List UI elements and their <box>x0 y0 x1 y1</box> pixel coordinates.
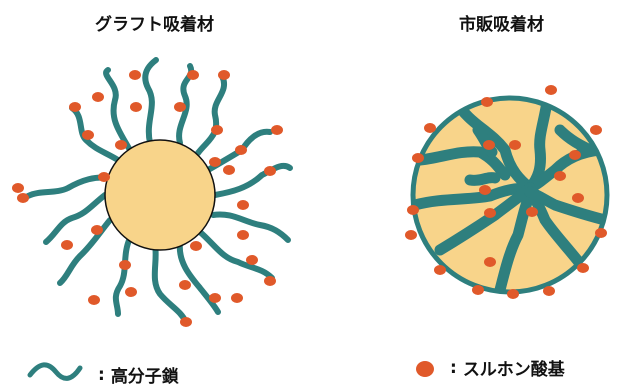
sulfonic-group <box>69 102 81 112</box>
sulfonic-group <box>590 125 602 135</box>
legend-polymer-chain-label: 高分子鎖 <box>111 362 179 387</box>
sulfonic-group-legend-icon <box>416 361 434 377</box>
sulfonic-group <box>61 240 73 250</box>
sulfonic-group <box>125 287 137 297</box>
sulfonic-group <box>271 125 283 135</box>
polymer-chain <box>145 60 156 143</box>
sulfonic-group <box>223 165 235 175</box>
sulfonic-group <box>412 153 424 163</box>
commercial-adsorbent <box>405 85 607 299</box>
polymer-chain <box>198 76 224 153</box>
sulfonic-group <box>407 205 419 215</box>
sulfonic-group <box>246 255 258 265</box>
sulfonic-group <box>405 230 417 240</box>
sulfonic-group <box>507 289 519 299</box>
sulfonic-group <box>526 207 538 217</box>
sulfonic-group <box>235 145 247 155</box>
sulfonic-group <box>569 150 581 160</box>
sulfonic-group <box>119 260 131 270</box>
sulfonic-group <box>88 295 100 305</box>
sulfonic-group <box>484 208 496 218</box>
polymer-chain <box>116 238 130 314</box>
polymer-chain <box>106 70 130 150</box>
legend-sulfonic-group: : スルホン酸基 <box>442 355 565 380</box>
sulfonic-group <box>129 70 141 80</box>
sulfonic-group <box>237 200 249 210</box>
legend-colon: : <box>98 365 105 385</box>
legend-polymer-chain: : 高分子鎖 <box>90 362 179 387</box>
polymer-chain <box>213 214 288 240</box>
sulfonic-group <box>434 265 446 275</box>
polymer-chain-legend-icon <box>30 365 80 379</box>
graft-adsorbent <box>12 60 290 327</box>
polymer-chain <box>28 177 110 196</box>
sulfonic-group <box>577 263 589 273</box>
sulfonic-group <box>98 172 110 182</box>
sulfonic-group <box>218 70 230 80</box>
sulfonic-group <box>481 97 493 107</box>
sulfonic-group <box>554 171 566 181</box>
sulfonic-group <box>209 293 221 303</box>
sulfonic-group <box>472 285 484 295</box>
sulfonic-group <box>572 193 584 203</box>
sulfonic-group <box>179 280 191 290</box>
sulfonic-group <box>424 123 436 133</box>
sulfonic-group <box>209 157 221 167</box>
sulfonic-group <box>190 241 202 251</box>
sulfonic-group <box>595 228 607 238</box>
sulfonic-group <box>17 193 29 203</box>
sulfonic-group <box>187 70 199 80</box>
sulfonic-group <box>211 125 223 135</box>
sulfonic-group <box>237 230 249 240</box>
sulfonic-group <box>82 130 94 140</box>
sulfonic-group <box>545 85 557 95</box>
sulfonic-group <box>509 140 521 150</box>
sulfonic-group <box>180 317 192 327</box>
sulfonic-group <box>543 286 555 296</box>
sulfonic-group <box>264 276 276 286</box>
sulfonic-group <box>92 92 104 102</box>
legend-colon: : <box>450 358 457 378</box>
core-particle <box>105 140 215 250</box>
sulfonic-group <box>479 185 491 195</box>
sulfonic-group <box>484 257 496 267</box>
polymer-chain <box>200 232 272 278</box>
legend-sulfonic-group-label: スルホン酸基 <box>463 355 565 380</box>
sulfonic-group <box>91 225 103 235</box>
sulfonic-group <box>231 293 243 303</box>
sulfonic-group <box>12 183 24 193</box>
sulfonic-group <box>130 102 142 112</box>
sulfonic-group <box>483 140 495 150</box>
sulfonic-group <box>264 166 276 176</box>
sulfonic-group <box>115 140 127 150</box>
sulfonic-group <box>174 102 186 112</box>
